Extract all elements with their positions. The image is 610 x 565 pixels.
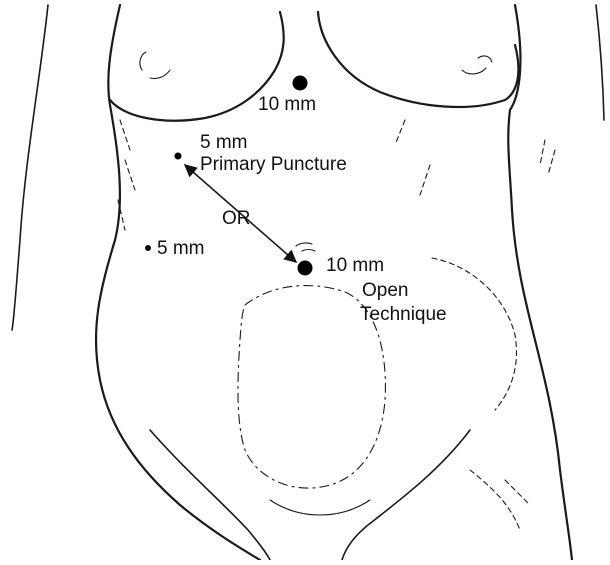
right-breast — [318, 12, 518, 107]
open-technique-region — [432, 258, 516, 410]
right-nipple — [462, 56, 492, 74]
torso-left-outline — [96, 5, 260, 560]
left-arm-outline — [12, 5, 48, 330]
label-primary-port-name: Primary Puncture — [200, 154, 347, 175]
label-primary-port-size: 5 mm — [200, 132, 248, 153]
umbilicus-mark — [296, 243, 315, 251]
port-dot-umbilical — [298, 261, 313, 276]
port-dot-primary — [175, 153, 182, 160]
torso-right-outline — [508, 5, 572, 560]
right-groin-line — [342, 430, 470, 560]
label-or: OR — [222, 208, 251, 229]
label-umbilical-port: 10 mm — [326, 255, 384, 276]
left-nipple — [140, 52, 170, 79]
label-xiphoid-port: 10 mm — [258, 94, 316, 115]
label-open-line2: Technique — [360, 304, 447, 325]
label-left-port: 5 mm — [157, 238, 205, 259]
port-dot-xiphoid — [293, 76, 308, 91]
pubic-line — [270, 500, 370, 515]
rib-shading-left — [118, 120, 135, 230]
rib-shading-right — [395, 120, 555, 195]
port-dot-left — [145, 245, 151, 251]
right-thigh-shading — [470, 470, 530, 530]
right-arm-outline — [596, 5, 604, 120]
label-open-line1: Open — [362, 280, 408, 301]
